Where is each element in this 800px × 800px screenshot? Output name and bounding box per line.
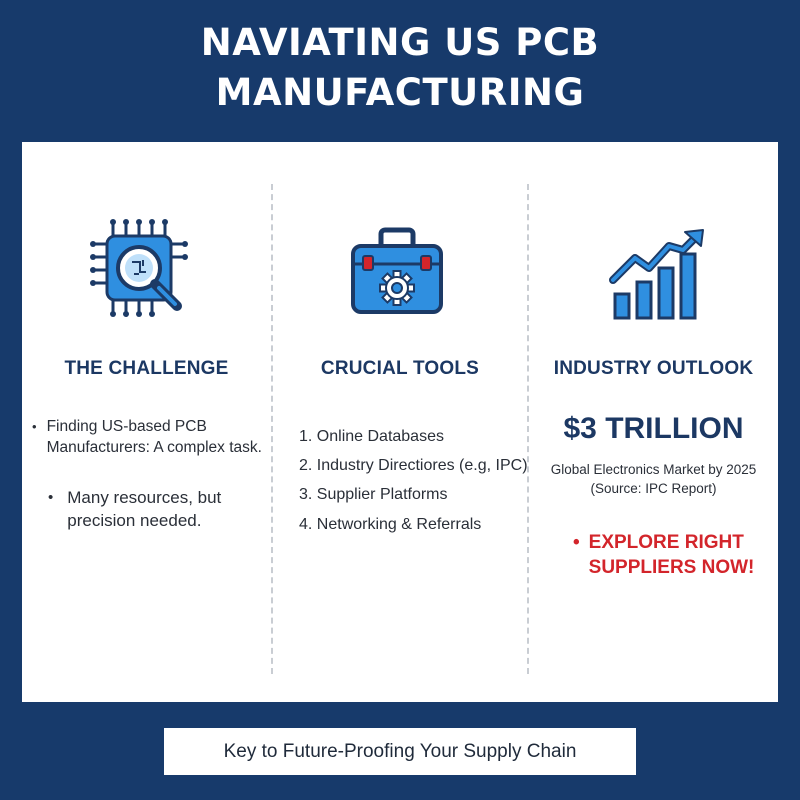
challenge-heading: THE CHALLENGE bbox=[64, 358, 229, 379]
challenge-bullet-1: • Finding US-based PCB Manufacturers: A … bbox=[32, 416, 262, 458]
page-title-line-2: MANUFACTURING bbox=[215, 71, 585, 114]
outlook-column: INDUSTRY OUTLOOK $3 TRILLION Global Elec… bbox=[529, 142, 778, 702]
outlook-heading: INDUSTRY OUTLOOK bbox=[553, 358, 754, 379]
market-size-stat: $3 TRILLION bbox=[563, 412, 744, 445]
challenge-bullet-1-line-1: Finding US-based PCB bbox=[46, 418, 207, 435]
tools-item-1: 1. Online Databases bbox=[299, 428, 444, 445]
tools-item-3: 3. Supplier Platforms bbox=[299, 486, 448, 503]
tools-heading: CRUCIAL TOOLS bbox=[320, 358, 480, 379]
tools-item-2: 2. Industry Directiores (e.g, IPC) bbox=[299, 457, 528, 474]
footer-banner: Key to Future-Proofing Your Supply Chain bbox=[164, 728, 636, 775]
chip-magnifier-icon bbox=[90, 219, 188, 317]
cta-line-2: SUPPLIERS NOW! bbox=[588, 557, 755, 578]
challenge-bullet-2: • Many resources, but precision needed. bbox=[48, 486, 221, 532]
toolbox-gear-icon bbox=[351, 227, 443, 314]
bullet-glyph: • bbox=[32, 419, 37, 434]
tools-column: CRUCIAL TOOLS 1. Online Databases 2. Ind… bbox=[273, 142, 528, 702]
growth-chart-icon bbox=[609, 229, 704, 320]
challenge-bullet-2-line-2: precision needed. bbox=[67, 511, 202, 530]
market-size-caption-line-2: (Source: IPC Report) bbox=[590, 481, 717, 496]
content-panel: THE CHALLENGE • Finding US-based PCB Man… bbox=[22, 142, 778, 702]
market-size-caption: Global Electronics Market by 2025 (Sourc… bbox=[529, 460, 778, 498]
column-divider-2 bbox=[527, 184, 529, 674]
bullet-glyph: • bbox=[48, 489, 54, 506]
page-title-line-1: NAVIATING US PCB bbox=[200, 21, 600, 64]
bullet-glyph: • bbox=[573, 532, 580, 553]
footer-text: Key to Future-Proofing Your Supply Chain bbox=[223, 740, 577, 762]
challenge-column: THE CHALLENGE • Finding US-based PCB Man… bbox=[22, 142, 271, 702]
challenge-bullet-1-line-2: Manufacturers: A complex task. bbox=[46, 439, 262, 456]
cta-line-1: EXPLORE RIGHT bbox=[588, 532, 744, 553]
challenge-bullet-2-line-1: Many resources, but bbox=[67, 488, 222, 507]
tools-item-4: 4. Networking & Referrals bbox=[299, 516, 482, 533]
explore-suppliers-cta[interactable]: • EXPLORE RIGHT SUPPLIERS NOW! bbox=[573, 530, 754, 580]
column-divider-1 bbox=[271, 184, 273, 674]
market-size-caption-line-1: Global Electronics Market by 2025 bbox=[550, 462, 757, 477]
page-title: NAVIATING US PCB MANUFACTURING bbox=[0, 18, 800, 118]
